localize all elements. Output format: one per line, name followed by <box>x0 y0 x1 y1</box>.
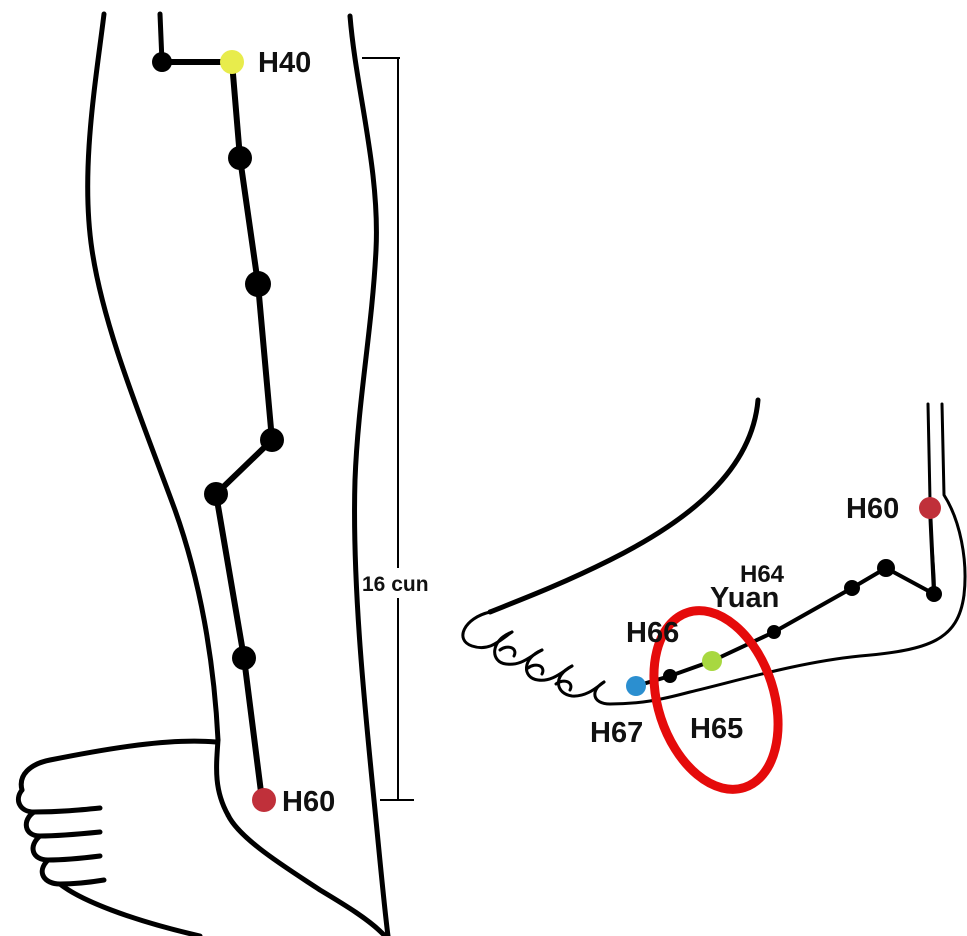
toe-1 <box>18 790 100 812</box>
foot-sole-line <box>610 595 964 704</box>
foot-toe-1 <box>463 612 512 648</box>
leg-point <box>204 482 228 506</box>
foot-toe-5 <box>595 682 610 704</box>
foot-meridian <box>626 497 942 696</box>
label-h65: H65 <box>690 713 743 745</box>
toe-2 <box>26 812 100 836</box>
foot-sole <box>60 884 200 936</box>
ankle-back-line-2 <box>942 404 965 595</box>
label-yuan: Yuan <box>710 582 779 614</box>
label-h60-foot: H60 <box>846 493 899 525</box>
toe-3 <box>33 836 100 860</box>
leg-meridian-line <box>216 62 272 800</box>
point-h67 <box>626 676 646 696</box>
leg-point <box>245 271 271 297</box>
leg-back-contour <box>88 14 218 740</box>
foot-point <box>844 580 860 596</box>
label-h67: H67 <box>590 717 643 749</box>
point-h60-leg <box>252 788 276 812</box>
foot-outline <box>228 815 385 936</box>
measure-label: 16 cun <box>362 573 429 596</box>
leg-point <box>260 428 284 452</box>
knee-branch-point <box>152 52 172 72</box>
point-h65 <box>702 651 722 671</box>
toe-nail-curl <box>500 647 515 656</box>
foot-shin-contour <box>490 400 758 612</box>
foot-point <box>877 559 895 577</box>
measure-bracket <box>362 58 450 800</box>
leg-point <box>228 146 252 170</box>
toe-nail-curl <box>528 665 543 674</box>
point-h40 <box>220 50 244 74</box>
foot-point <box>926 586 942 602</box>
point-h64 <box>767 625 781 639</box>
point-h66 <box>663 669 677 683</box>
leg-front-contour <box>350 16 388 936</box>
ankle-back-line-1 <box>928 404 930 500</box>
label-h40: H40 <box>258 47 311 79</box>
label-h66: H66 <box>626 617 679 649</box>
calf-fold <box>217 740 228 815</box>
foot-top <box>21 741 216 790</box>
label-h60-leg: H60 <box>282 786 335 818</box>
point-h60-foot <box>919 497 941 519</box>
leg-point <box>232 646 256 670</box>
foot-meridian-line <box>636 508 934 686</box>
toe-4 <box>42 860 104 884</box>
leg-meridian <box>152 50 284 812</box>
